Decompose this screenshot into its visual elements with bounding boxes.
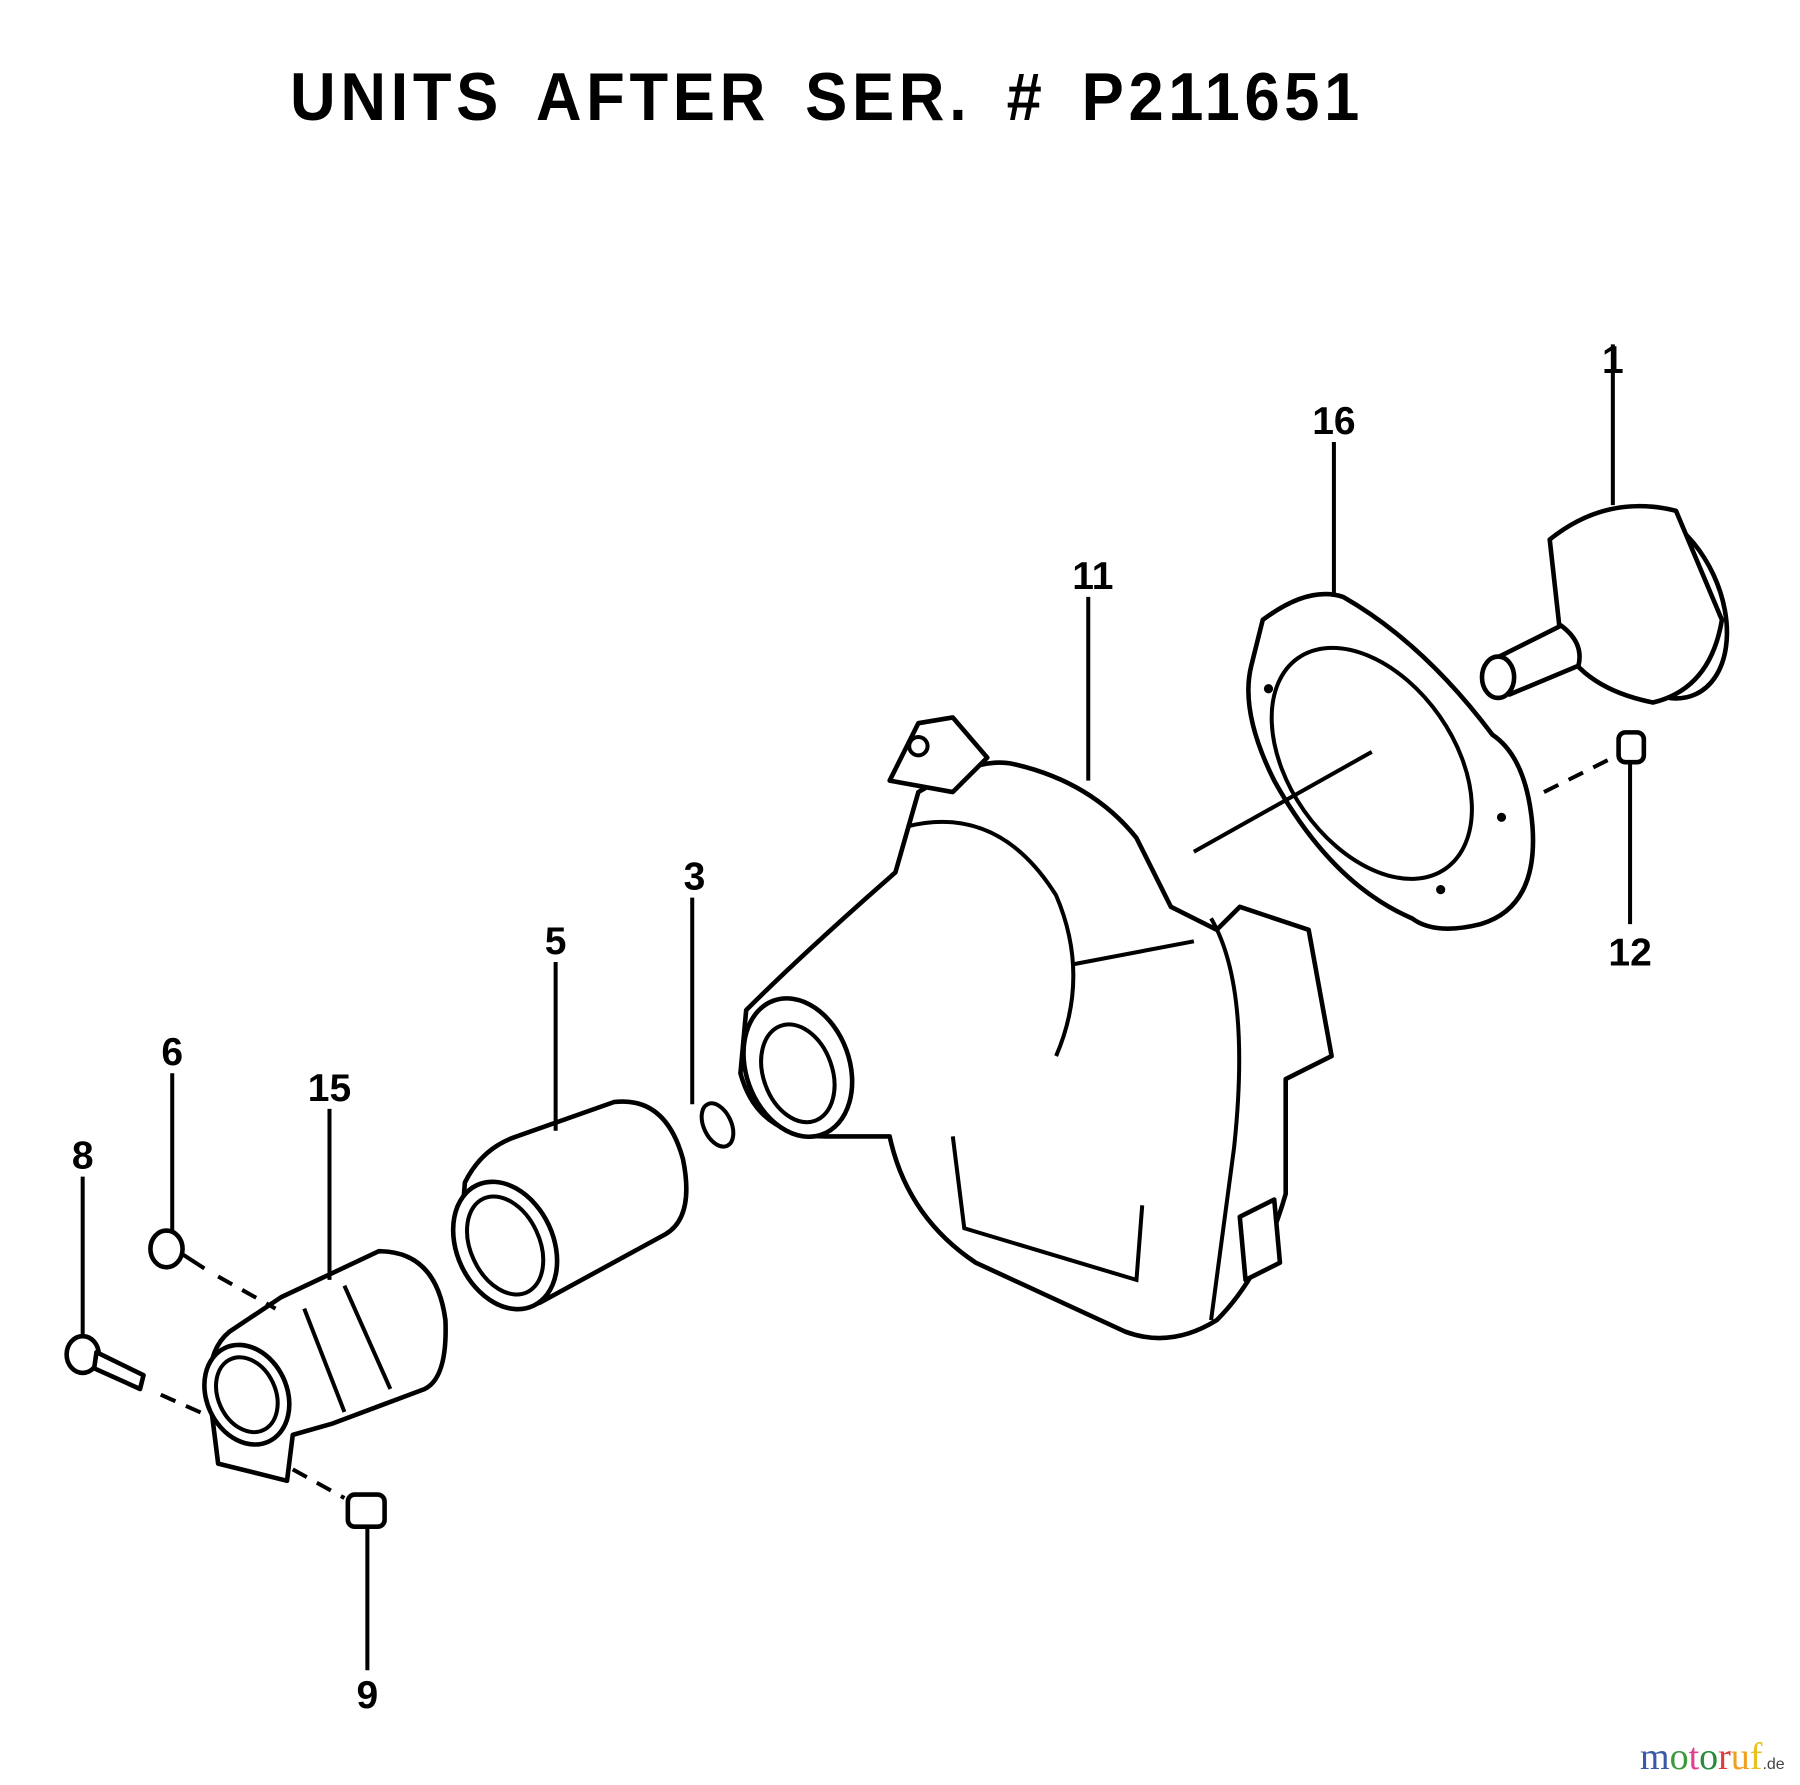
motoruf-watermark-logo: motoruf.de [1640,1736,1785,1778]
part-15-clamp [202,1108,448,1484]
part-5-sleeve [450,961,689,1312]
callout-11: 11 [1072,555,1113,598]
callout-16: 16 [1312,400,1355,443]
part-6-screw [148,1073,277,1311]
callout-3: 3 [684,856,706,899]
part-3-circlip [690,897,736,1149]
callout-6: 6 [161,1031,183,1074]
callout-9: 9 [357,1674,379,1717]
diagram-title: UNITS AFTER SER. # P211651 [290,59,1364,135]
callout-5: 5 [545,920,567,963]
callout-15: 15 [308,1067,351,1110]
part-9-nut [291,1467,387,1671]
callout-12: 12 [1608,931,1651,974]
part-1-clutch-drum [1479,344,1730,705]
part-8-bolt [64,1176,214,1420]
part-12-nut [1543,730,1647,925]
part-16-gasket [1192,441,1536,931]
part-11-housing [738,596,1334,1341]
callout-8: 8 [72,1135,94,1178]
callout-1: 1 [1602,339,1624,382]
